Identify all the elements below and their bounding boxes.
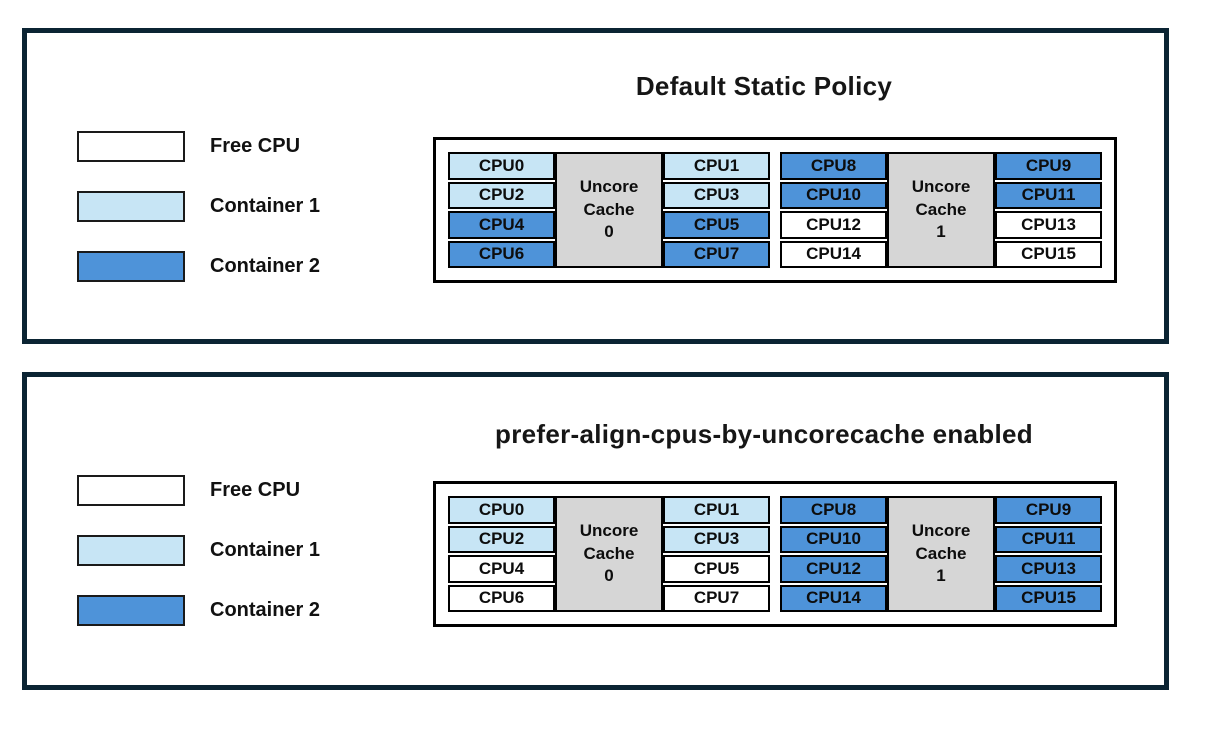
panel-title: prefer-align-cpus-by-uncorecache enabled	[495, 419, 1033, 449]
panel-title: Default Static Policy	[635, 71, 893, 101]
cpu-cell-cpu2: CPU2	[448, 181, 555, 209]
uncore-cache-label-line: Uncore	[579, 521, 639, 541]
container-1-swatch	[77, 535, 185, 566]
cpu-cell-cpu7: CPU7	[663, 240, 770, 268]
legend-label: Container 1	[210, 195, 321, 217]
cpu-cell-cpu7: CPU7	[663, 584, 770, 612]
uncore-cache-label-line: Cache	[583, 199, 635, 219]
legend-item-free-cpu: Free CPU	[77, 475, 320, 506]
cpu-cell-cpu1: CPU1	[663, 496, 770, 524]
uncore-cache-label-line: 0	[604, 222, 614, 242]
cpu-cell-cpu5: CPU5	[663, 555, 770, 583]
cpu-cell-cpu10: CPU10	[780, 181, 887, 209]
cpu-cell-cpu9: CPU9	[995, 496, 1102, 524]
legend-label: Free CPU	[210, 135, 301, 157]
cpu-cell-cpu0: CPU0	[448, 496, 555, 524]
cpu-cell-cpu13: CPU13	[995, 555, 1102, 583]
container-2-swatch	[77, 595, 185, 626]
cpu-cell-cpu1: CPU1	[663, 152, 770, 180]
cpu-cell-cpu11: CPU11	[995, 181, 1102, 209]
cpu-cell-cpu14: CPU14	[780, 584, 887, 612]
legend-item-container-2: Container 2	[77, 595, 320, 626]
cpu-cell-cpu11: CPU11	[995, 525, 1102, 553]
cpu-cell-cpu3: CPU3	[663, 525, 770, 553]
uncore-cache-label-line: Uncore	[579, 177, 639, 197]
uncore-cache-label-line: Cache	[915, 543, 967, 563]
cpu-cell-cpu4: CPU4	[448, 211, 555, 239]
cpu-cell-cpu10: CPU10	[780, 525, 887, 553]
uncore-cache-label-line: Uncore	[911, 521, 971, 541]
cpu-cell-cpu6: CPU6	[448, 240, 555, 268]
container-2-swatch	[77, 251, 185, 282]
cpu-cell-cpu13: CPU13	[995, 211, 1102, 239]
legend: Free CPU Container 1 Container 2	[77, 131, 320, 282]
cpu-cell-cpu8: CPU8	[780, 152, 887, 180]
legend-item-free-cpu: Free CPU	[77, 131, 320, 162]
panel-prefer-align-cpus-by-uncorecache: prefer-align-cpus-by-uncorecache enabled…	[22, 372, 1169, 690]
cpu-cell-cpu9: CPU9	[995, 152, 1102, 180]
cpu-cell-cpu8: CPU8	[780, 496, 887, 524]
legend-item-container-1: Container 1	[77, 191, 320, 222]
uncore-cache-label-line: 1	[936, 566, 946, 586]
cpu-cell-cpu2: CPU2	[448, 525, 555, 553]
uncore-cache-label-line: Uncore	[911, 177, 971, 197]
cpu-cell-cpu5: CPU5	[663, 211, 770, 239]
cpu-cell-cpu15: CPU15	[995, 240, 1102, 268]
legend-label: Container 2	[210, 599, 321, 621]
uncore-cache-label-line: Cache	[915, 199, 967, 219]
cpu-cell-cpu0: CPU0	[448, 152, 555, 180]
cpu-cell-cpu15: CPU15	[995, 584, 1102, 612]
cpu-cell-cpu4: CPU4	[448, 555, 555, 583]
cpu-cell-cpu14: CPU14	[780, 240, 887, 268]
legend-item-container-1: Container 1	[77, 535, 320, 566]
legend-label: Free CPU	[210, 479, 301, 501]
uncore-cache-label-line: 0	[604, 566, 614, 586]
panel-default-static-policy: Default Static Policy Free CPU Container…	[22, 28, 1169, 344]
legend-label: Container 2	[210, 255, 321, 277]
cpu-cell-cpu12: CPU12	[780, 555, 887, 583]
legend: Free CPU Container 1 Container 2	[77, 475, 320, 626]
legend-label: Container 1	[210, 539, 321, 561]
cpu-cell-cpu12: CPU12	[780, 211, 887, 239]
uncore-cache-label-line: Cache	[583, 543, 635, 563]
legend-item-container-2: Container 2	[77, 251, 320, 282]
uncore-cache-label-line: 1	[936, 222, 946, 242]
container-1-swatch	[77, 191, 185, 222]
free-cpu-swatch	[77, 131, 185, 162]
cpu-cell-cpu3: CPU3	[663, 181, 770, 209]
cpu-cell-cpu6: CPU6	[448, 584, 555, 612]
free-cpu-swatch	[77, 475, 185, 506]
